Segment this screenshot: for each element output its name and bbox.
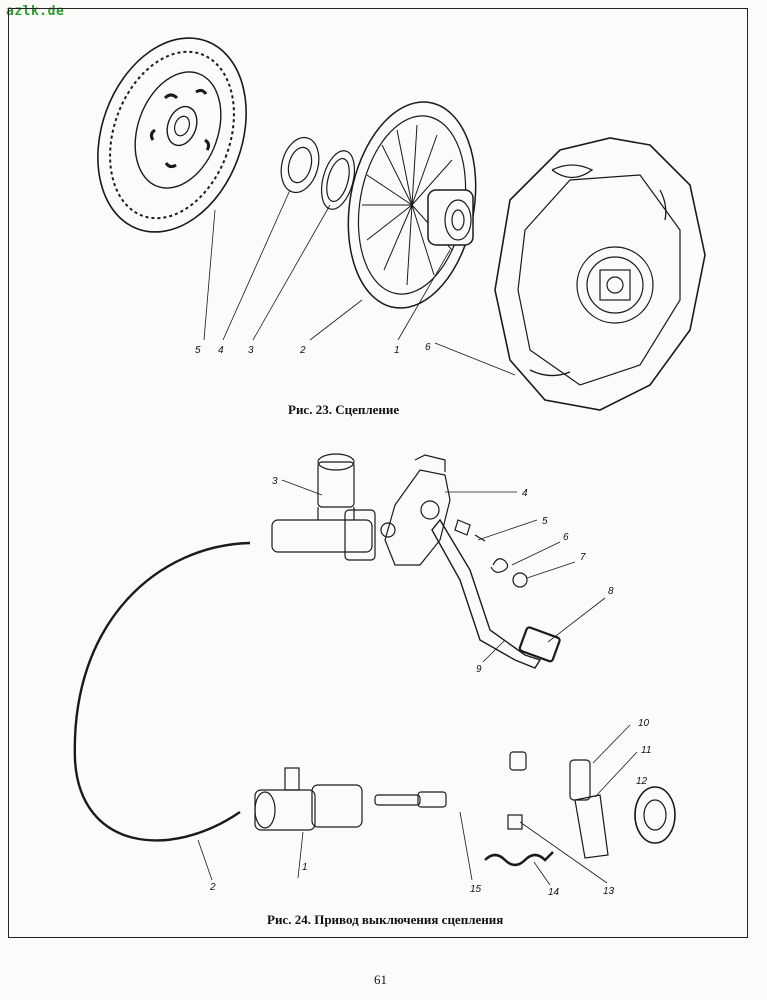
callout-24-2: 2 bbox=[209, 882, 216, 893]
bolt-illustration bbox=[569, 759, 591, 801]
pressure-plate-illustration bbox=[494, 137, 706, 411]
figure-24-caption: Рис. 24. Привод выключения сцепления bbox=[267, 912, 504, 927]
callout-1: 1 bbox=[394, 345, 400, 356]
callout-24-9: 9 bbox=[476, 664, 482, 675]
clutch-disc-illustration bbox=[97, 37, 247, 233]
page-frame bbox=[8, 8, 748, 938]
diaphragm-spring-illustration bbox=[347, 101, 477, 309]
figure-23-caption: Рис. 23. Сцепление bbox=[288, 402, 400, 417]
master-cylinder-illustration bbox=[271, 453, 396, 561]
callout-24-8: 8 bbox=[608, 586, 614, 597]
callout-24-6: 6 bbox=[563, 532, 569, 543]
callout-2: 2 bbox=[299, 345, 306, 356]
site-watermark: azlk.de bbox=[6, 4, 65, 19]
clutch-pedal-illustration bbox=[431, 518, 561, 669]
callout-4: 4 bbox=[218, 345, 224, 356]
callout-24-7: 7 bbox=[580, 552, 586, 563]
callout-6: 6 bbox=[425, 342, 431, 353]
release-bearing-illustration bbox=[634, 786, 676, 844]
callout-24-11: 11 bbox=[641, 745, 651, 756]
hydraulic-hose-illustration bbox=[73, 541, 251, 842]
callout-24-5: 5 bbox=[542, 516, 548, 527]
pedal-pin-illustration bbox=[454, 519, 486, 542]
pedal-bracket-illustration bbox=[384, 454, 451, 566]
bushing-illustration bbox=[509, 751, 527, 771]
release-fork-illustration bbox=[574, 794, 609, 859]
callout-3: 3 bbox=[248, 345, 254, 356]
pushrod-illustration bbox=[374, 791, 447, 808]
page-number: 61 bbox=[374, 972, 387, 987]
nut-illustration bbox=[507, 814, 523, 830]
callout-5: 5 bbox=[195, 345, 201, 356]
callout-24-15: 15 bbox=[470, 884, 482, 895]
callout-24-1: 1 bbox=[302, 862, 308, 873]
pedal-spring-illustration bbox=[490, 558, 509, 573]
callout-24-3: 3 bbox=[272, 476, 278, 487]
slave-cylinder-illustration bbox=[254, 767, 363, 831]
callout-24-13: 13 bbox=[603, 886, 615, 897]
return-spring-illustration bbox=[484, 851, 554, 867]
callout-24-14: 14 bbox=[548, 887, 560, 898]
callout-24-10: 10 bbox=[638, 718, 650, 729]
callout-24-4: 4 bbox=[522, 488, 528, 499]
callout-24-12: 12 bbox=[636, 776, 648, 787]
friction-ring-illustration bbox=[280, 136, 356, 210]
pedal-stop-illustration bbox=[512, 572, 528, 588]
